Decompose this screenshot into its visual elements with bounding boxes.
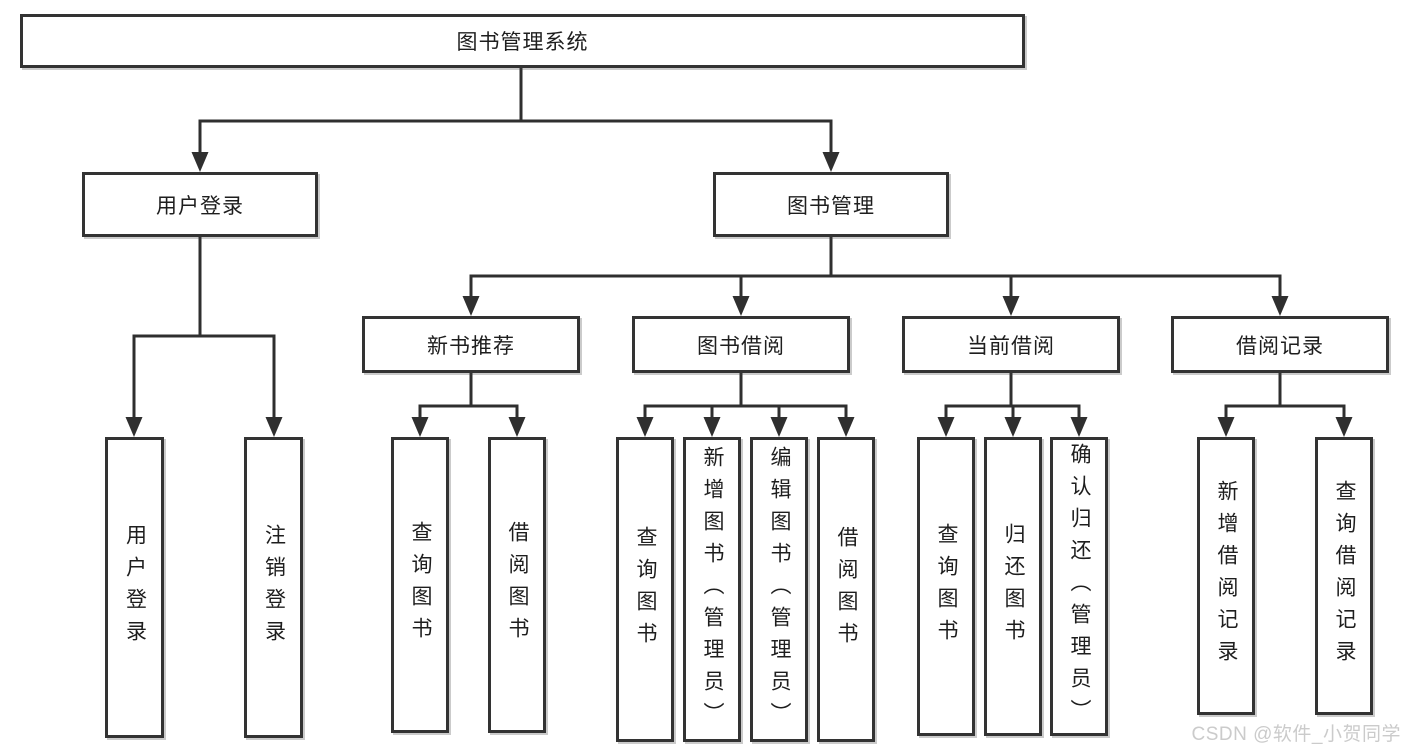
leaf-logout-label: 注销登录 — [262, 523, 286, 652]
leaf-return-books-label: 归还图书 — [1002, 522, 1025, 651]
csdn-watermark: CSDN @软件_小贺同学 — [1191, 724, 1401, 745]
leaf-user-login: 用户登录 — [105, 437, 164, 738]
leaf-query-books-borrow: 查询图书 — [616, 437, 674, 742]
node-new-book-recommend: 新书推荐 — [362, 316, 580, 373]
leaf-logout: 注销登录 — [244, 437, 303, 738]
leaf-confirm-return-admin: 确认归还（管理员） — [1050, 437, 1108, 736]
leaf-add-borrow-record-label: 新增借阅记录 — [1215, 480, 1238, 672]
node-user-login: 用户登录 — [82, 172, 318, 237]
leaf-borrow-books: 借阅图书 — [817, 437, 875, 742]
leaf-borrow-books-label: 借阅图书 — [835, 525, 858, 654]
node-new-book-recommend-label: 新书推荐 — [427, 334, 515, 358]
leaf-query-borrow-record: 查询借阅记录 — [1315, 437, 1373, 715]
leaf-add-books-admin-label: 新增图书（管理员） — [701, 445, 724, 734]
node-book-management-label: 图书管理 — [787, 194, 875, 218]
leaf-query-books-borrow-label: 查询图书 — [634, 525, 657, 654]
leaf-add-borrow-record: 新增借阅记录 — [1197, 437, 1255, 715]
node-borrow-records: 借阅记录 — [1171, 316, 1389, 373]
leaf-borrow-books-recommend: 借阅图书 — [488, 437, 546, 733]
node-book-borrow-label: 图书借阅 — [697, 334, 785, 358]
leaf-edit-books-admin: 编辑图书（管理员） — [750, 437, 808, 742]
node-book-management: 图书管理 — [713, 172, 949, 237]
leaf-query-books-recommend: 查询图书 — [391, 437, 449, 733]
leaf-confirm-return-admin-label: 确认归还（管理员） — [1068, 442, 1091, 731]
arrowheads — [125, 152, 1353, 437]
node-root-system-label: 图书管理系统 — [456, 31, 589, 54]
leaf-query-borrow-record-label: 查询借阅记录 — [1333, 480, 1356, 672]
leaf-query-books-current: 查询图书 — [917, 437, 975, 736]
node-user-login-label: 用户登录 — [156, 194, 244, 218]
node-borrow-records-label: 借阅记录 — [1236, 334, 1324, 358]
leaf-add-books-admin: 新增图书（管理员） — [683, 437, 741, 742]
leaf-edit-books-admin-label: 编辑图书（管理员） — [768, 445, 791, 734]
leaf-query-books-recommend-label: 查询图书 — [409, 521, 432, 649]
leaf-borrow-books-recommend-label: 借阅图书 — [506, 521, 529, 649]
node-current-borrow: 当前借阅 — [902, 316, 1120, 373]
leaf-return-books: 归还图书 — [984, 437, 1042, 736]
leaf-query-books-current-label: 查询图书 — [935, 522, 958, 651]
node-current-borrow-label: 当前借阅 — [967, 334, 1055, 358]
node-root-system: 图书管理系统 — [20, 14, 1025, 68]
leaf-user-login-label: 用户登录 — [123, 523, 147, 652]
node-book-borrow: 图书借阅 — [632, 316, 850, 373]
